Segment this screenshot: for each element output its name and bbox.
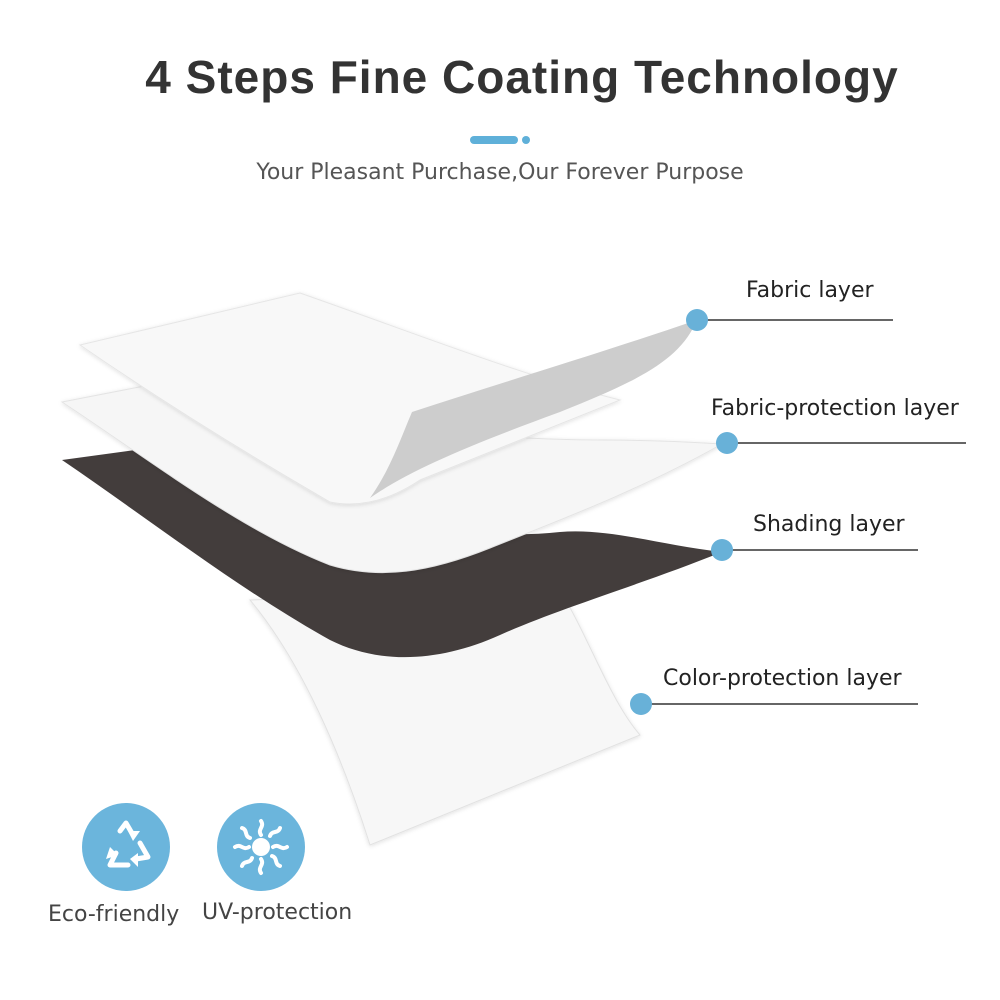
page-title: 4 Steps Fine Coating Technology bbox=[145, 51, 899, 103]
fabric-layer-curl bbox=[370, 320, 697, 498]
shading-layer-label: Shading layer bbox=[753, 512, 905, 537]
fabric-protection-layer-label: Fabric-protection layer bbox=[711, 396, 959, 421]
fabric-layer-label: Fabric layer bbox=[746, 278, 874, 303]
fabric-layer-sheet bbox=[78, 292, 622, 505]
color-protection-layer-dot bbox=[630, 693, 652, 715]
title-accent-dot bbox=[522, 136, 530, 144]
sun-icon bbox=[233, 819, 289, 875]
title-accent-bar bbox=[470, 136, 518, 144]
fabric-layer-dot bbox=[686, 309, 708, 331]
fabric-protection-layer-dot bbox=[716, 432, 738, 454]
page-subtitle: Your Pleasant Purchase,Our Forever Purpo… bbox=[256, 160, 744, 185]
color-protection-layer-sheet bbox=[248, 589, 641, 846]
eco-friendly-badge bbox=[82, 803, 170, 891]
recycle-icon bbox=[106, 820, 151, 868]
eco-friendly-label: Eco-friendly bbox=[48, 902, 180, 927]
uv-protection-label: UV-protection bbox=[202, 900, 353, 925]
shading-layer-dot bbox=[711, 539, 733, 561]
color-protection-layer-label: Color-protection layer bbox=[663, 666, 902, 691]
uv-protection-badge bbox=[217, 803, 305, 891]
